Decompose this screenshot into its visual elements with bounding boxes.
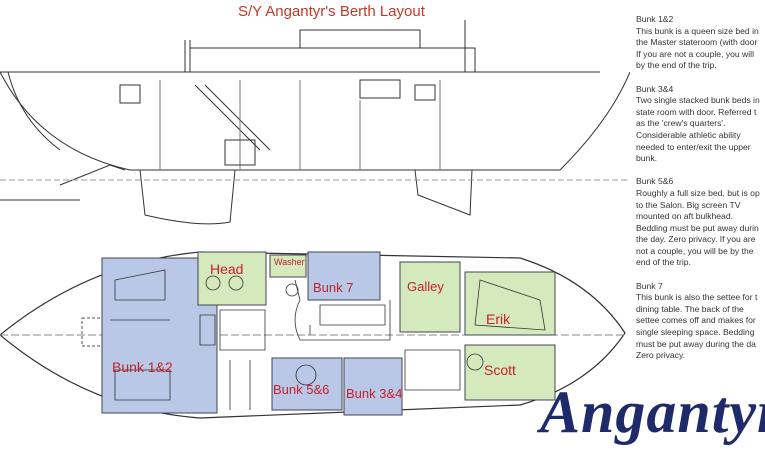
note-bunk-1-2: Bunk 1&2 This bunk is a queen size bed i… (636, 14, 765, 72)
profile-view (0, 20, 630, 225)
note-line: to the Salon. Big screen TV (636, 199, 741, 210)
note-line: bunk. (636, 153, 658, 164)
note-line: Roughly a full size bed, but is op (636, 187, 760, 198)
zone-galley (399, 261, 461, 333)
note-line: Considerable athletic ability (636, 129, 741, 140)
note-line: mounted on aft bulkhead. (636, 211, 733, 222)
note-line: This bunk is a queen size bed in (636, 25, 759, 36)
page-title: S/Y Angantyr's Berth Layout (238, 3, 425, 20)
note-line: This bunk is also the settee for t (636, 292, 758, 303)
berth-notes: Bunk 1&2 This bunk is a queen size bed i… (636, 14, 765, 373)
label-bunk-1-2: Bunk 1&2 (112, 359, 173, 375)
note-line: dining table. The back of the (636, 303, 744, 314)
note-heading: Bunk 5&6 (636, 176, 674, 187)
note-line: Two single stacked bunk beds in (636, 95, 760, 106)
note-bunk-5-6: Bunk 5&6 Roughly a full size bed, but is… (636, 176, 765, 269)
label-head: Head (210, 261, 243, 277)
note-line: not a couple, you will be by the (636, 245, 754, 256)
rudder (414, 169, 473, 216)
note-heading: Bunk 1&2 (636, 14, 674, 24)
note-line: settee comes off and makes for (636, 315, 756, 326)
note-heading: Bunk 7 (636, 280, 663, 291)
note-line: Zero privacy. (636, 350, 686, 361)
note-line: the day. Zero privacy. If you are (636, 234, 756, 245)
zone-head (197, 251, 267, 306)
plan-view: Bunk 1&2 Head Washer Bunk 7 Galley Erik … (0, 251, 626, 419)
zone-bunk-3-4 (343, 357, 403, 416)
note-line: If you are not a couple, you will (636, 48, 754, 59)
note-line: single sleeping space. Bedding (636, 327, 755, 338)
zone-washer (269, 254, 307, 278)
angantyr-logo: Angantyr (540, 379, 765, 445)
keel (139, 169, 236, 225)
label-bunk-5-6: Bunk 5&6 (273, 382, 329, 397)
note-line: as the 'crew's quarters'. (636, 118, 726, 129)
hull-profile (0, 71, 630, 171)
note-line: by the end of the trip. (636, 60, 717, 71)
label-washer: Washer (274, 257, 305, 267)
zone-bunk-7 (307, 251, 381, 301)
note-bunk-3-4: Bunk 3&4 Two single stacked bunk beds in… (636, 84, 765, 165)
note-line: the Master stateroom (with door (636, 37, 758, 48)
boat-drawing: Bunk 1&2 Head Washer Bunk 7 Galley Erik … (0, 20, 630, 419)
note-line: must be put away during the da (636, 338, 756, 349)
label-erik: Erik (486, 311, 511, 327)
note-line: needed to enter/exit the upper (636, 141, 751, 152)
zone-bunk-5-6 (271, 357, 343, 411)
note-line: state room with door. Referred t (636, 106, 757, 117)
note-bunk-7: Bunk 7 This bunk is also the settee for … (636, 281, 765, 362)
label-galley: Galley (407, 279, 444, 294)
label-bunk-7: Bunk 7 (313, 280, 353, 295)
zone-scott (464, 344, 556, 401)
note-heading: Bunk 3&4 (636, 83, 674, 94)
note-line: Bedding must be put away durin (636, 222, 759, 233)
note-line: end of the trip. (636, 257, 691, 268)
label-scott: Scott (484, 362, 516, 378)
label-bunk-3-4: Bunk 3&4 (346, 386, 402, 401)
